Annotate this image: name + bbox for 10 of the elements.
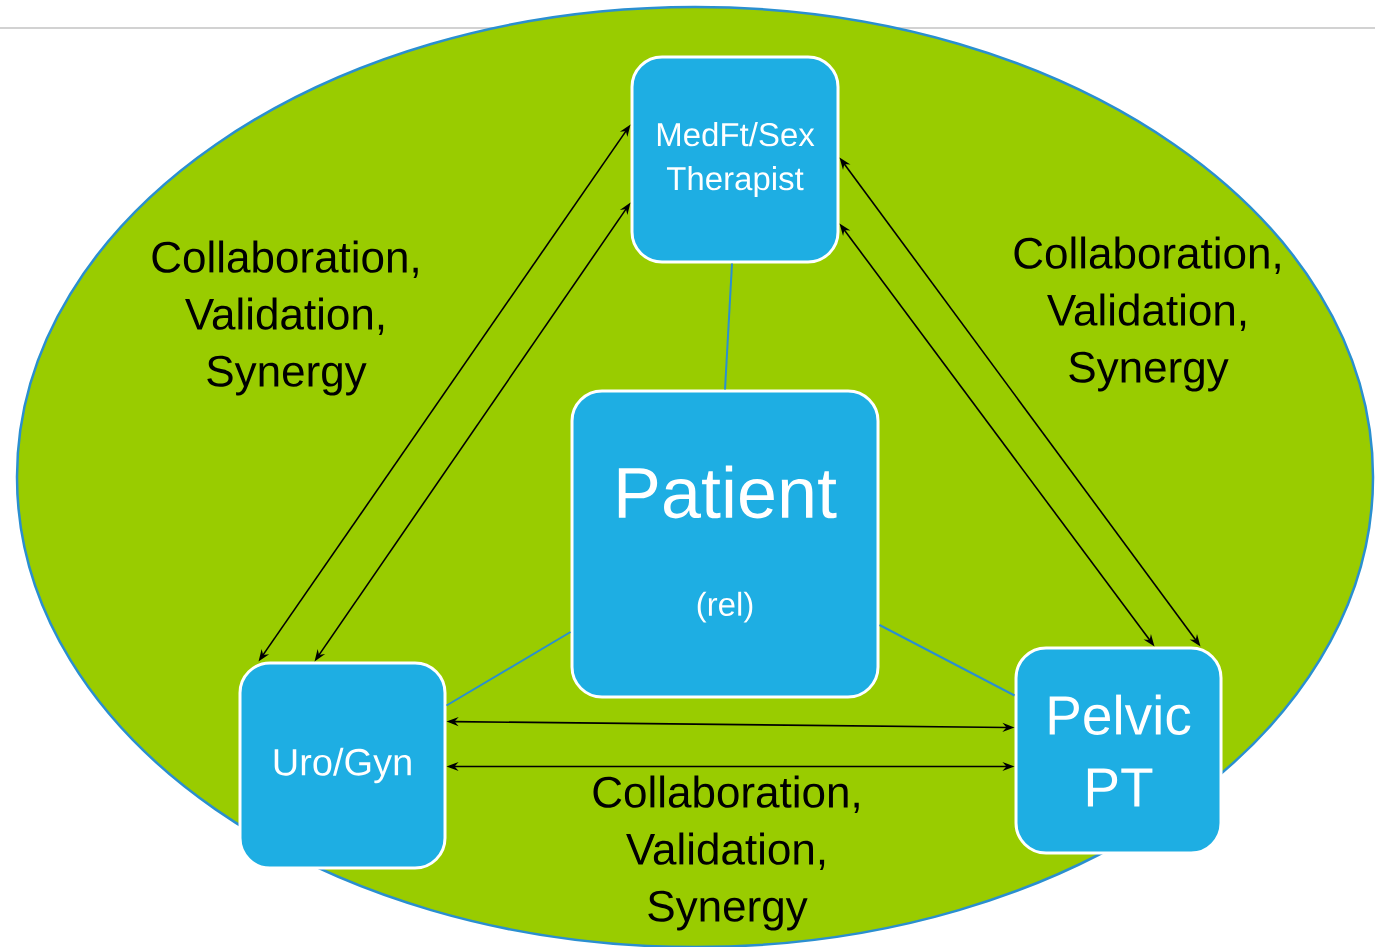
label-text: Collaboration, Validation, Synergy bbox=[1014, 236, 1280, 392]
rounded-box: MedFt/Sex Therapist bbox=[630, 55, 840, 264]
connector-line bbox=[878, 624, 1016, 697]
connector-line bbox=[724, 262, 733, 391]
connector-line bbox=[445, 631, 572, 707]
rounded-box: Patient (rel) bbox=[570, 389, 880, 699]
label-text: Collaboration, Validation, Synergy bbox=[593, 775, 859, 931]
rounded-box: Uro/Gyn bbox=[238, 661, 447, 870]
label-text: Collaboration, Validation, Synergy bbox=[152, 240, 418, 396]
rounded-box: Pelvic PT bbox=[1014, 646, 1223, 855]
